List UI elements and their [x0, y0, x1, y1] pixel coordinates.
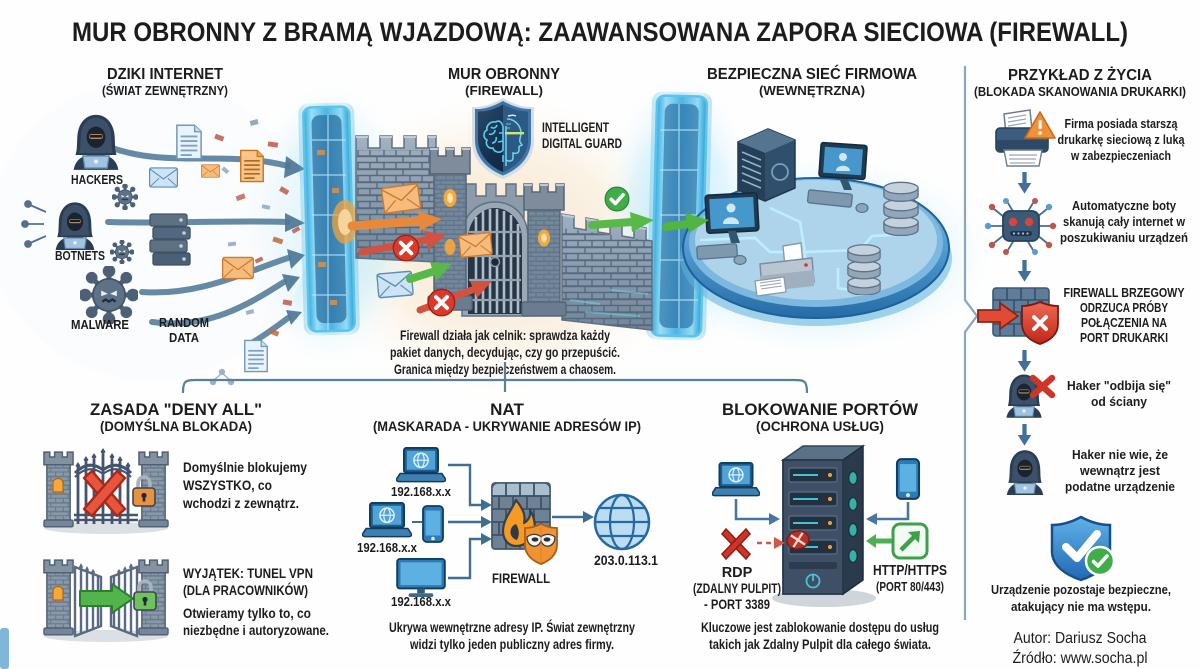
- svg-text:BEZPIECZNA SIEĆ FIRMOWA: BEZPIECZNA SIEĆ FIRMOWA: [707, 64, 917, 83]
- svg-text:podatne urządzenie: podatne urządzenie: [1065, 479, 1175, 494]
- svg-text:Urządzenie pozostaje bezpieczn: Urządzenie pozostaje bezpieczne,: [991, 582, 1171, 597]
- svg-text:Źródło: www.socha.pl: Źródło: www.socha.pl: [1013, 648, 1148, 667]
- svg-text:192.168.x.x: 192.168.x.x: [357, 540, 418, 555]
- svg-text:pakiet danych, decydując, czy: pakiet danych, decydując, czy go przepuś…: [390, 345, 620, 360]
- svg-text:192.168.x.x: 192.168.x.x: [391, 484, 452, 499]
- svg-text:MALWARE: MALWARE: [71, 318, 129, 332]
- svg-text:atakujący nie ma wstępu.: atakujący nie ma wstępu.: [1011, 599, 1151, 614]
- svg-text:Firma posiada starszą: Firma posiada starszą: [1065, 116, 1179, 131]
- svg-text:FIREWALL: FIREWALL: [492, 570, 550, 586]
- svg-text:skanują cały internet w: skanują cały internet w: [1063, 214, 1186, 229]
- svg-text:BLOKOWANIE PORTÓW: BLOKOWANIE PORTÓW: [722, 400, 918, 419]
- svg-text:ODRZUCA PRÓBY: ODRZUCA PRÓBY: [1080, 300, 1168, 315]
- svg-text:NAT: NAT: [490, 400, 524, 419]
- svg-text:HTTP/HTTPS: HTTP/HTTPS: [873, 563, 947, 579]
- svg-text:(ŚWIAT ZEWNĘTRZNY): (ŚWIAT ZEWNĘTRZNY): [102, 83, 228, 98]
- svg-text:wchodzi z zewnątrz.: wchodzi z zewnątrz.: [182, 496, 299, 511]
- svg-text:192.168.x.x: 192.168.x.x: [391, 594, 452, 609]
- svg-text:(DOMYŚLNA BLOKADA): (DOMYŚLNA BLOKADA): [100, 419, 252, 434]
- svg-text:PORT DRUKARKI: PORT DRUKARKI: [1080, 330, 1168, 345]
- svg-text:Automatyczne boty: Automatyczne boty: [1072, 198, 1177, 213]
- svg-text:Haker nie wie, że: Haker nie wie, że: [1072, 447, 1168, 462]
- svg-text:- PORT 3389: - PORT 3389: [704, 597, 770, 612]
- svg-text:WYJĄTEK: TUNEL VPN: WYJĄTEK: TUNEL VPN: [183, 566, 313, 581]
- svg-text:Otwieramy tylko to, co: Otwieramy tylko to, co: [183, 606, 311, 621]
- svg-text:DZIKI INTERNET: DZIKI INTERNET: [107, 66, 223, 83]
- svg-text:FIREWALL BRZEGOWY: FIREWALL BRZEGOWY: [1064, 285, 1185, 300]
- svg-text:wewnątrz jest: wewnątrz jest: [1079, 463, 1161, 478]
- svg-text:drukarkę sieciową z luką: drukarkę sieciową z luką: [1058, 132, 1186, 147]
- svg-text:PRZYKŁAD Z ŻYCIA: PRZYKŁAD Z ŻYCIA: [1008, 66, 1152, 84]
- svg-text:DATA: DATA: [169, 331, 199, 345]
- svg-text:Firewall działa jak celnik: sp: Firewall działa jak celnik: sprawdza każ…: [400, 328, 610, 343]
- svg-text:Ukrywa wewnętrzne adresy IP. Ś: Ukrywa wewnętrzne adresy IP. Świat zewnę…: [389, 620, 635, 635]
- svg-text:INTELLIGENT: INTELLIGENT: [542, 119, 609, 135]
- svg-text:ZASADA "DENY ALL": ZASADA "DENY ALL": [90, 401, 262, 419]
- svg-text:Haker "odbija się": Haker "odbija się": [1067, 378, 1171, 393]
- svg-text:takich jak Zdalny Pulpit dla c: takich jak Zdalny Pulpit dla całego świa…: [709, 637, 931, 652]
- svg-text:w zabezpieczeniach: w zabezpieczeniach: [1070, 148, 1171, 163]
- svg-text:HACKERS: HACKERS: [71, 173, 123, 187]
- svg-text:(ZDALNY PULPIT): (ZDALNY PULPIT): [693, 581, 781, 596]
- svg-text:od ściany: od ściany: [1091, 394, 1148, 409]
- svg-text:RANDOM: RANDOM: [159, 316, 209, 330]
- svg-text:(BLOKADA SKANOWANIA DRUKARKI): (BLOKADA SKANOWANIA DRUKARKI): [974, 85, 1186, 99]
- svg-text:MUR OBRONNY: MUR OBRONNY: [448, 66, 560, 83]
- svg-text:RDP: RDP: [722, 565, 753, 581]
- svg-text:203.0.113.1: 203.0.113.1: [594, 553, 658, 568]
- svg-text:POŁĄCZENIA NA: POŁĄCZENIA NA: [1081, 315, 1167, 330]
- svg-text:Domyślnie blokujemy: Domyślnie blokujemy: [183, 460, 307, 475]
- svg-text:(MASKARADA - UKRYWANIE ADRESÓW: (MASKARADA - UKRYWANIE ADRESÓW IP): [373, 419, 641, 434]
- svg-text:(DLA PRACOWNIKÓW): (DLA PRACOWNIKÓW): [183, 583, 308, 598]
- svg-text:(OCHRONA USŁUG): (OCHRONA USŁUG): [756, 419, 884, 434]
- svg-text:Autor: Dariusz Socha: Autor: Dariusz Socha: [1014, 630, 1147, 647]
- svg-text:DIGITAL GUARD: DIGITAL GUARD: [542, 135, 622, 151]
- svg-text:(WEWNĘTRZNA): (WEWNĘTRZNA): [759, 84, 865, 98]
- svg-text:niezbędne i autoryzowane.: niezbędne i autoryzowane.: [183, 623, 329, 638]
- svg-text:WSZYSTKO, co: WSZYSTKO, co: [183, 478, 272, 493]
- svg-text:BOTNETS: BOTNETS: [55, 249, 105, 263]
- svg-text:poszukiwaniu urządzeń: poszukiwaniu urządzeń: [1060, 230, 1188, 245]
- svg-text:MUR OBRONNY Z BRAMĄ WJAZDOWĄ:: MUR OBRONNY Z BRAMĄ WJAZDOWĄ: ZAAWANSOWA…: [72, 17, 1128, 47]
- svg-text:(FIREWALL): (FIREWALL): [465, 84, 543, 98]
- svg-text:widzi tylko jeden publiczny ad: widzi tylko jeden publiczny adres firmy.: [409, 637, 614, 652]
- svg-text:(PORT 80/443): (PORT 80/443): [876, 579, 944, 594]
- svg-text:Kluczowe jest zablokowanie dos: Kluczowe jest zablokowanie dostępu do us…: [701, 620, 939, 635]
